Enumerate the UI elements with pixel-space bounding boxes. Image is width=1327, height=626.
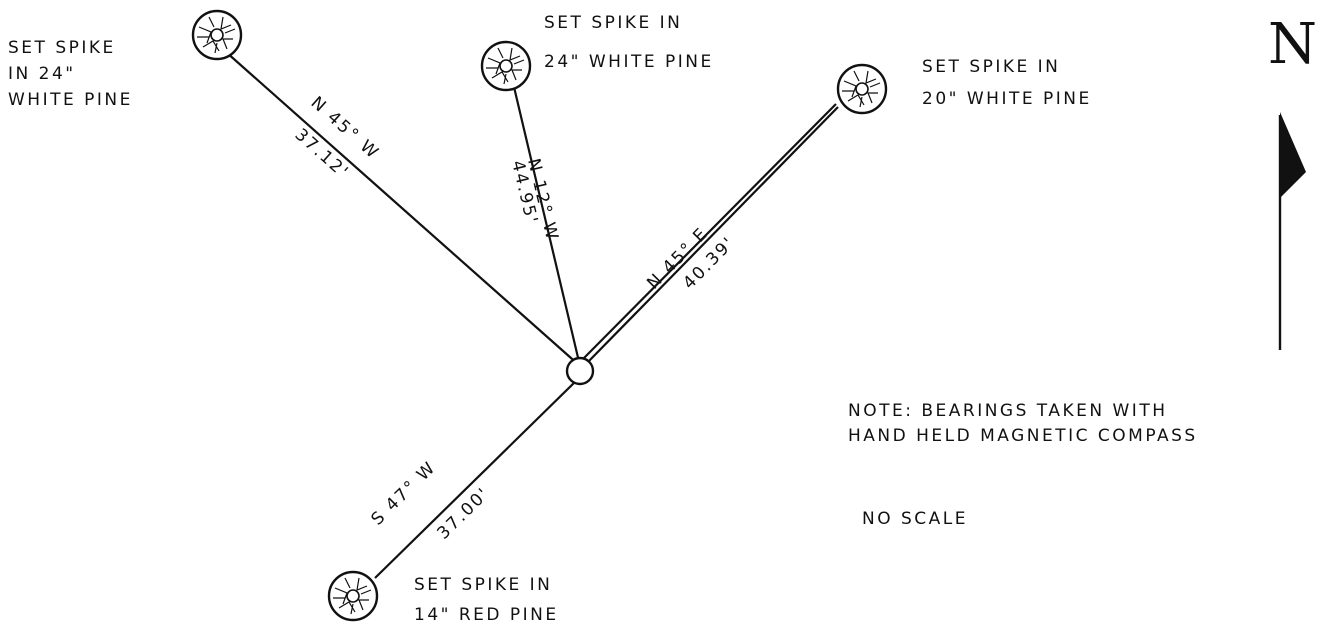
tree-1-label: SET SPIKE IN 24" WHITE PINE: [8, 38, 133, 110]
tree-1-symbol: [191, 9, 243, 61]
tree-1-label-line: WHITE PINE: [8, 90, 133, 110]
line-to-tree-4: [374, 379, 578, 579]
compass-note-line: NOTE: BEARINGS TAKEN WITH: [848, 401, 1168, 421]
north-arrow-letter: N: [1268, 12, 1317, 77]
scale-note: NO SCALE: [862, 509, 968, 529]
north-arrow-icon: [1278, 112, 1306, 350]
distance-label-tree-4: 37.00': [434, 484, 495, 544]
tree-4-label: SET SPIKE IN 14" RED PINE: [414, 575, 560, 625]
tree-4-symbol: [327, 570, 379, 622]
tree-3-label: SET SPIKE IN 20" WHITE PINE: [922, 57, 1092, 109]
tree-3-symbol: [836, 63, 888, 115]
tree-2-label-line: 24" WHITE PINE: [544, 52, 714, 72]
tree-1-label-line: SET SPIKE: [8, 38, 116, 58]
tree-2-label-line: SET SPIKE IN: [544, 13, 682, 33]
tree-1-label-line: IN 24": [8, 64, 76, 84]
tree-2-label: SET SPIKE IN 24" WHITE PINE: [544, 13, 714, 72]
compass-note-line: HAND HELD MAGNETIC COMPASS: [848, 426, 1198, 446]
compass-note: NOTE: BEARINGS TAKEN WITH HAND HELD MAGN…: [848, 401, 1198, 446]
tree-2-symbol: [480, 40, 532, 92]
tree-4-label-line: 14" RED PINE: [414, 605, 559, 625]
tree-3-label-line: 20" WHITE PINE: [922, 89, 1092, 109]
line-to-tree-1: [225, 51, 581, 367]
line-to-tree-3-double: [581, 103, 837, 361]
bearing-label-tree-4: S 47° W: [368, 458, 441, 530]
tree-3-label-line: SET SPIKE IN: [922, 57, 1060, 77]
line-to-tree-3: [585, 106, 839, 365]
line-to-tree-2: [512, 86, 582, 367]
center-point-marker: [565, 356, 595, 386]
tree-4-label-line: SET SPIKE IN: [414, 575, 552, 595]
